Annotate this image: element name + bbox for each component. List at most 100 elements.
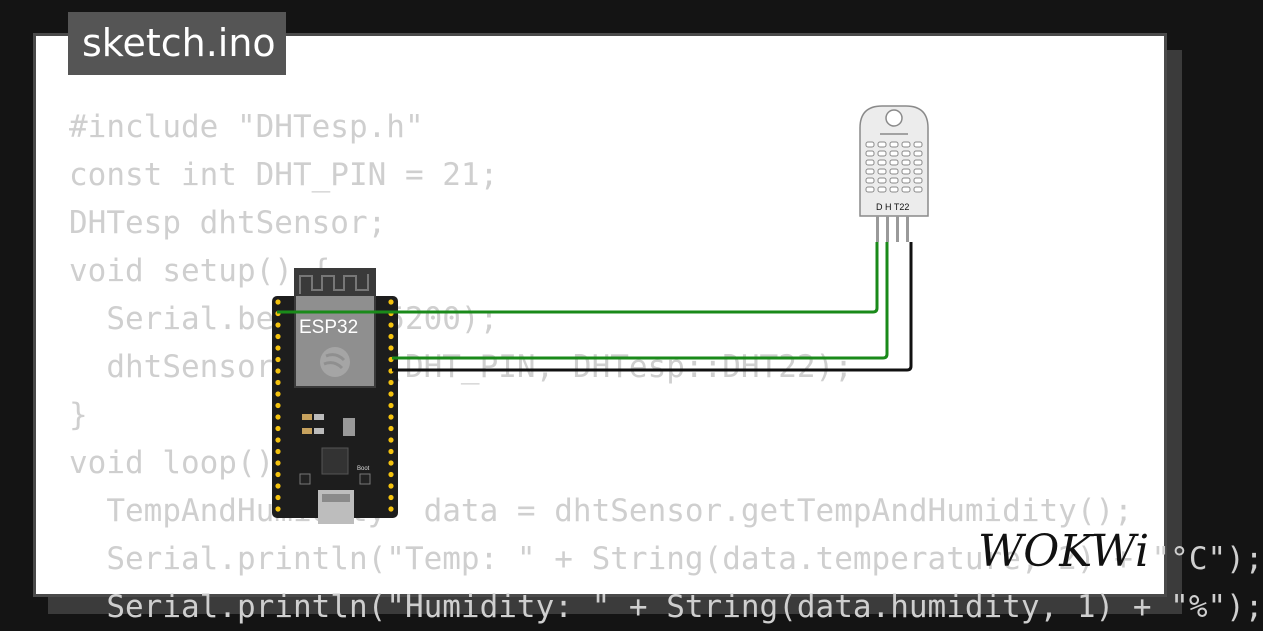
esp32-label: ESP32 [299, 317, 358, 338]
vent-slot [901, 141, 911, 148]
espressif-logo-mark [323, 353, 346, 370]
header-pin[interactable] [388, 414, 394, 420]
vent-slot [901, 159, 911, 166]
usb-port-inner [322, 494, 350, 502]
header-pin[interactable] [388, 345, 394, 351]
dht22-sensor[interactable]: D H T22 [859, 105, 929, 242]
esp32-board[interactable]: ESP32 Boot [272, 268, 398, 524]
vent-slot [889, 177, 899, 184]
code-line: Serial.println("Temp: " + String(data.te… [69, 541, 1263, 577]
vent-slot [877, 177, 887, 184]
header-pin[interactable] [275, 402, 281, 409]
vent-slot [865, 177, 875, 184]
mount-hole-icon [885, 109, 903, 127]
header-pin[interactable] [388, 322, 394, 328]
header-pin[interactable] [275, 414, 281, 420]
code-line: const int DHT_PIN = 21; [69, 157, 499, 193]
vent-slot [877, 159, 887, 166]
sensor-vents [865, 141, 923, 193]
header-pin[interactable] [388, 379, 394, 386]
vent-slot [865, 159, 875, 166]
code-line: void setup() { [69, 253, 331, 289]
header-pin[interactable] [388, 471, 394, 478]
code-line: } [69, 397, 88, 433]
project-card[interactable]: #include "DHTesp.h" const int DHT_PIN = 2… [33, 33, 1263, 625]
vent-slot [913, 141, 923, 148]
smd-component [302, 414, 312, 420]
vent-slot [889, 150, 899, 157]
circuit-diagram: ESP32 Boot D H T22 WOKWi [272, 105, 1149, 577]
vent-slot [865, 141, 875, 148]
smd-component [314, 428, 324, 434]
header-pin[interactable] [388, 448, 394, 455]
vent-slot [901, 177, 911, 184]
vent-slot [913, 177, 923, 184]
sensor-pin [896, 216, 899, 242]
header-pin[interactable] [275, 391, 281, 397]
wire-gnd[interactable] [392, 242, 913, 372]
file-tab[interactable]: sketch.ino [68, 12, 286, 75]
smd-component [302, 428, 312, 434]
header-pin[interactable] [275, 448, 281, 455]
vent-slot [865, 186, 875, 193]
vent-slot [877, 168, 887, 175]
vent-slot [901, 186, 911, 193]
header-pin[interactable] [275, 299, 281, 305]
code-line: Serial.println("Humidity: " + String(dat… [69, 589, 1263, 625]
wokwi-logo: WOKWi [978, 526, 1149, 577]
sensor-pin [886, 216, 889, 242]
vent-slot [877, 186, 887, 193]
boot-label: Boot [357, 466, 370, 472]
vent-slot [913, 186, 923, 193]
header-pin[interactable] [275, 356, 281, 363]
header-pin[interactable] [275, 494, 281, 501]
header-pin[interactable] [275, 506, 281, 512]
vent-slot [889, 186, 899, 193]
header-pin[interactable] [388, 494, 394, 501]
vent-slot [889, 168, 899, 175]
header-pin[interactable] [275, 483, 281, 489]
vent-slot [877, 150, 887, 157]
wire-vcc[interactable] [277, 242, 879, 314]
header-pin[interactable] [388, 437, 394, 443]
header-pin[interactable] [275, 368, 281, 374]
wire-data[interactable] [392, 242, 889, 360]
header-pin[interactable] [388, 391, 394, 397]
vent-slot [913, 168, 923, 175]
code-line: void loop() { [69, 445, 312, 481]
header-pin[interactable] [388, 333, 394, 340]
en-button[interactable] [299, 473, 311, 485]
vent-slot [901, 150, 911, 157]
usb-chip [321, 447, 349, 475]
vent-slot [865, 150, 875, 157]
sensor-pin [876, 216, 879, 242]
vent-slot [889, 159, 899, 166]
header-pin[interactable] [275, 379, 281, 386]
smd-component [314, 414, 324, 420]
header-pin[interactable] [275, 425, 281, 432]
header-pin[interactable] [275, 437, 281, 443]
header-pin[interactable] [388, 483, 394, 489]
header-pin[interactable] [388, 506, 394, 512]
boot-button[interactable] [359, 473, 371, 485]
header-pin[interactable] [275, 345, 281, 351]
header-pin[interactable] [275, 322, 281, 328]
sensor-pin [906, 216, 909, 242]
regulator [343, 418, 355, 436]
header-pin[interactable] [275, 471, 281, 478]
header-pin[interactable] [275, 460, 281, 466]
vent-slot [913, 159, 923, 166]
header-pin[interactable] [388, 299, 394, 305]
vent-slot [865, 168, 875, 175]
vent-slot [913, 150, 923, 157]
antenna-trace [299, 274, 369, 294]
header-pin[interactable] [388, 425, 394, 432]
vent-slot [889, 141, 899, 148]
vent-slot [901, 168, 911, 175]
pin-headers [275, 299, 394, 512]
code-line: #include "DHTesp.h" [69, 109, 424, 145]
header-pin[interactable] [388, 460, 394, 466]
code-line: DHTesp dhtSensor; [69, 205, 387, 241]
header-pin[interactable] [388, 402, 394, 409]
header-pin[interactable] [275, 333, 281, 340]
